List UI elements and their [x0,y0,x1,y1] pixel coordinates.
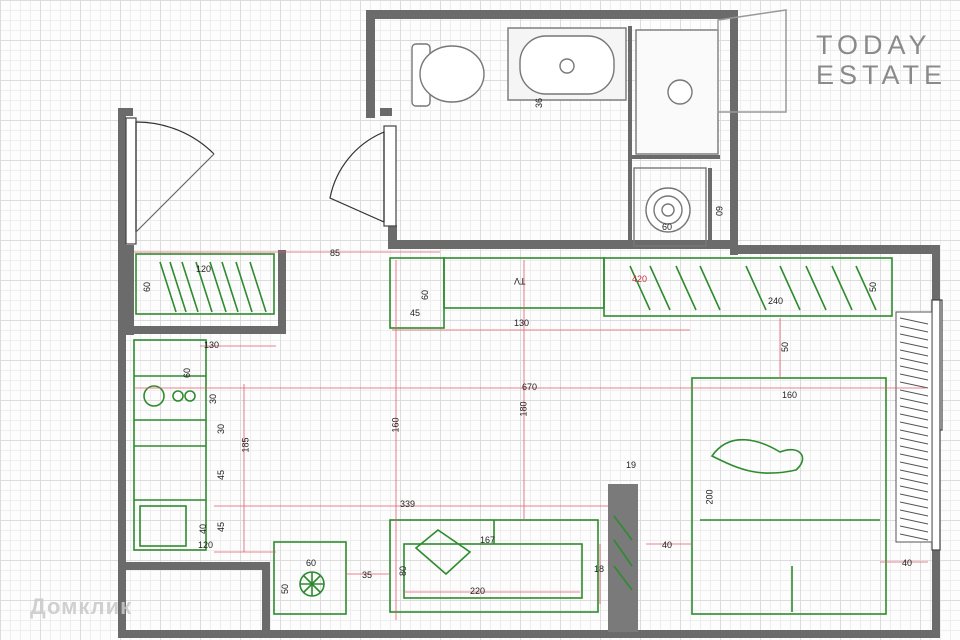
radiator-fin [899,429,929,437]
dim-tv-unit-depth: 60 [420,289,431,301]
dim-counter-a: 30 [208,393,219,405]
dim-sofa-run: 220 [470,586,486,596]
tv-label: TV [514,276,526,286]
dim-counter-e: 40 [198,523,209,535]
radiator-fin [899,365,929,373]
radiator-fin [899,509,929,517]
dim-sink-width: 120 [198,540,214,550]
radiator-fin [899,445,929,453]
brand-logo: TODAY ESTATE [816,30,947,90]
radiator-fin [899,453,929,461]
dim-hall-width: 85 [330,248,341,258]
dim-gap-40a: 40 [662,540,673,550]
radiator-fin [899,525,929,533]
dim-counter-c: 45 [216,469,227,481]
dim-gap-40b: 40 [902,558,913,568]
logo-frame [717,9,787,113]
radiator-fin [899,437,929,445]
radiator-fin [899,357,929,365]
dim-column-19: 19 [626,460,637,470]
dim-tv-wall-length: 130 [514,318,530,328]
dim-wardrobe-depth: 60 [142,281,153,293]
radiator-fin [899,461,929,469]
radiator-fin [899,381,929,389]
dim-bed-width: 160 [782,390,798,400]
dim-washer-depth: 60 [714,205,725,217]
radiator-fin [899,477,929,485]
dim-counter-d: 45 [216,521,227,533]
dim-sofa-width: 167 [480,535,496,545]
radiator-fin [899,413,929,421]
radiator [895,311,933,543]
dim-kitchen-width: 130 [204,340,220,350]
radiator-fin [899,373,929,381]
dim-clear-180: 180 [518,401,529,417]
dim-wardrobe-long-a: 420 [632,274,648,284]
bathroom-fixtures [411,27,719,247]
dim-clear-339: 339 [400,499,416,509]
dim-wardrobe-width: 120 [196,264,212,274]
dim-gap-to-bed: 50 [780,341,791,353]
doors [125,117,943,551]
radiator-fin [899,325,929,333]
dim-fridge: 60 [306,558,317,568]
radiator-fin [899,405,929,413]
radiator-fin [899,317,929,325]
dim-bed-length: 200 [704,489,715,505]
radiator-fin [899,421,929,429]
radiator-fin [899,493,929,501]
dimension-lines [134,251,928,620]
radiator-fin [899,349,929,357]
radiator-fin [899,389,929,397]
dim-bath-36: 36 [534,97,545,109]
radiator-fin [899,533,929,541]
radiator-fin [899,397,929,405]
watermark: Домклик [30,594,133,619]
radiator-fin [899,333,929,341]
radiator-fin [899,501,929,509]
radiator-fin [899,517,929,525]
dim-kitchen-depth: 60 [182,367,193,379]
dim-sofa-depth: 80 [398,565,409,577]
dim-counter-b: 30 [216,423,227,435]
dim-fridge-depth: 50 [280,583,291,595]
radiator-fin [899,485,929,493]
radiator-fin [899,341,929,349]
dim-room-length: 670 [522,382,538,392]
dim-wardrobe-long-b: 240 [768,296,784,306]
brand-line-2: ESTATE [816,60,948,90]
dim-wardrobe-long-depth: 50 [868,281,879,293]
dim-tv-unit-width: 45 [410,308,421,318]
brand-line-1: TODAY [816,30,932,60]
dim-kitchen-run: 185 [240,437,251,453]
dim-washer: 60 [662,222,673,232]
dim-fridge-gap: 35 [362,570,373,580]
dim-sofa-gap: 18 [594,564,605,574]
radiator-fin [899,469,929,477]
dim-clear-160: 160 [390,417,401,433]
wall-segments [118,10,940,638]
